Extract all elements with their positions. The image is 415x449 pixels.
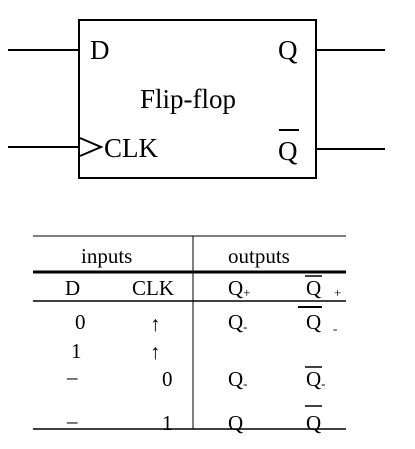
col-header-d: D [65, 276, 80, 300]
row-3-q-sub: - [243, 376, 247, 391]
flipflop-title: Flip-flop [140, 84, 236, 114]
row-4-qbar-sub: - [321, 420, 325, 435]
row-2-clk: ↑ [150, 340, 161, 364]
flipflop-block: D CLK Q Q Flip-flop [8, 19, 385, 179]
row-2-d: 1 [71, 339, 82, 363]
col-header-q-sub: + [243, 285, 250, 300]
row-1-clk: ↑ [150, 312, 161, 336]
row-3-qbar-base: Q [306, 367, 321, 391]
col-header-q-base: Q [228, 276, 243, 300]
flipflop-box [78, 19, 317, 179]
row-1-q: Q- [228, 310, 248, 334]
col-header-q: Q+ [228, 276, 251, 300]
row-1-qbar-sub: - [333, 321, 337, 336]
row-1-d: 0 [75, 310, 86, 334]
input-d-label: D [90, 35, 110, 65]
output-q-label: Q [278, 35, 298, 65]
row-3-qbar: Q- [306, 367, 326, 391]
row-3-d: – [66, 365, 78, 389]
row-1-q-sub: - [243, 319, 247, 334]
row-4-qbar: Q- [306, 411, 326, 435]
row-3-q: Q- [228, 367, 248, 391]
row-4-d: – [66, 409, 78, 433]
col-header-clk: CLK [132, 276, 174, 300]
output-qbar-label: Q [278, 136, 298, 166]
row-3-qbar-sub: - [321, 376, 325, 391]
row-4-q-sub: - [243, 420, 247, 435]
row-1-qbar: Q [306, 310, 321, 334]
header-inputs: inputs [81, 244, 132, 268]
row-4-qbar-base: Q [306, 411, 321, 435]
row-4-q: Q- [228, 411, 248, 435]
input-clk-label: CLK [104, 133, 159, 163]
truth-table: inputs outputs D CLK Q+ Q + 0 ↑ Q- Q - 1… [33, 235, 346, 435]
row-3-clk: 0 [162, 367, 173, 391]
clock-edge-triangle [79, 137, 104, 157]
row-4-clk: 1 [162, 411, 173, 435]
col-header-qbar-sub: + [334, 285, 341, 300]
header-outputs: outputs [228, 244, 290, 268]
row-4-q-base: Q [228, 411, 243, 435]
row-3-q-base: Q [228, 367, 243, 391]
row-1-q-base: Q [228, 310, 243, 334]
col-header-qbar: Q [306, 276, 321, 300]
